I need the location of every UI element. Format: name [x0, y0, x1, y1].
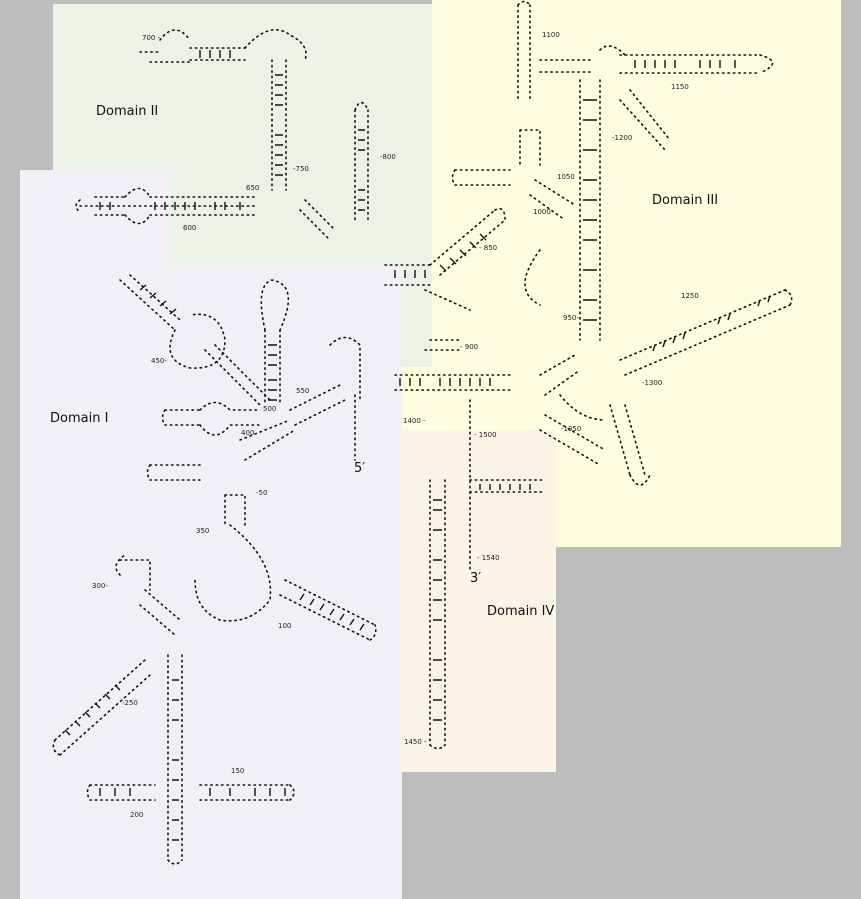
domain-3-label: Domain III — [652, 193, 718, 208]
position-marker-800: -800 — [380, 153, 396, 161]
position-marker-1200: -1200 — [612, 134, 632, 142]
position-marker-1050: 1050 — [557, 173, 575, 181]
position-marker-500: 500 — [263, 405, 276, 413]
domain-2-label: Domain II — [96, 104, 158, 119]
position-marker-1400: 1400 - — [403, 417, 426, 425]
position-marker-1000: 1000 — [533, 208, 551, 216]
position-marker-650: 650 — [246, 184, 259, 192]
position-marker-300: 300- — [92, 582, 108, 590]
position-marker-550: 550 — [296, 387, 309, 395]
position-marker-1100: 1100 — [542, 31, 560, 39]
position-markers: -50 100 150 200 -250 300- 350 400 450- 500 550 600 6… — [92, 31, 699, 819]
position-marker-1350: -1350 — [561, 425, 581, 433]
position-marker-1300: -1300 — [642, 379, 662, 387]
position-marker-1150: 1150 — [671, 83, 689, 91]
backbone-traces — [52, 0, 793, 865]
position-marker-750: -750 — [293, 165, 309, 173]
position-marker-1450: 1450 - — [404, 738, 427, 746]
domain-labels: Domain II Domain III Domain I Domain IV — [50, 104, 718, 619]
five-prime-label: 5′ — [354, 461, 365, 476]
position-marker-50: -50 — [256, 489, 267, 497]
position-marker-1540: - 1540 — [477, 554, 500, 562]
base-pair-ticks — [64, 50, 771, 841]
position-marker-700: 700 - — [142, 34, 161, 42]
domain-1-region-main — [20, 265, 402, 899]
three-prime-label: 3′ — [470, 571, 481, 586]
domain-4-label: Domain IV — [487, 604, 554, 619]
position-marker-950: 950- — [563, 314, 579, 322]
position-marker-200: 200 — [130, 811, 143, 819]
position-marker-1250: 1250 — [681, 292, 699, 300]
domain-1-label: Domain I — [50, 411, 108, 426]
position-marker-450: 450- — [151, 357, 167, 365]
position-marker-250: -250 — [122, 699, 138, 707]
position-marker-100: 100 — [278, 622, 291, 630]
strand-ends: 5′ 3′ — [354, 461, 481, 586]
position-marker-900: - 900 — [460, 343, 478, 351]
position-marker-350: 350 — [196, 527, 209, 535]
position-marker-150: 150 — [231, 767, 244, 775]
position-marker-850: - 850 — [479, 244, 497, 252]
position-marker-1500: - 1500 — [474, 431, 497, 439]
position-marker-400: 400 — [241, 429, 254, 437]
position-marker-600: 600 — [183, 224, 196, 232]
